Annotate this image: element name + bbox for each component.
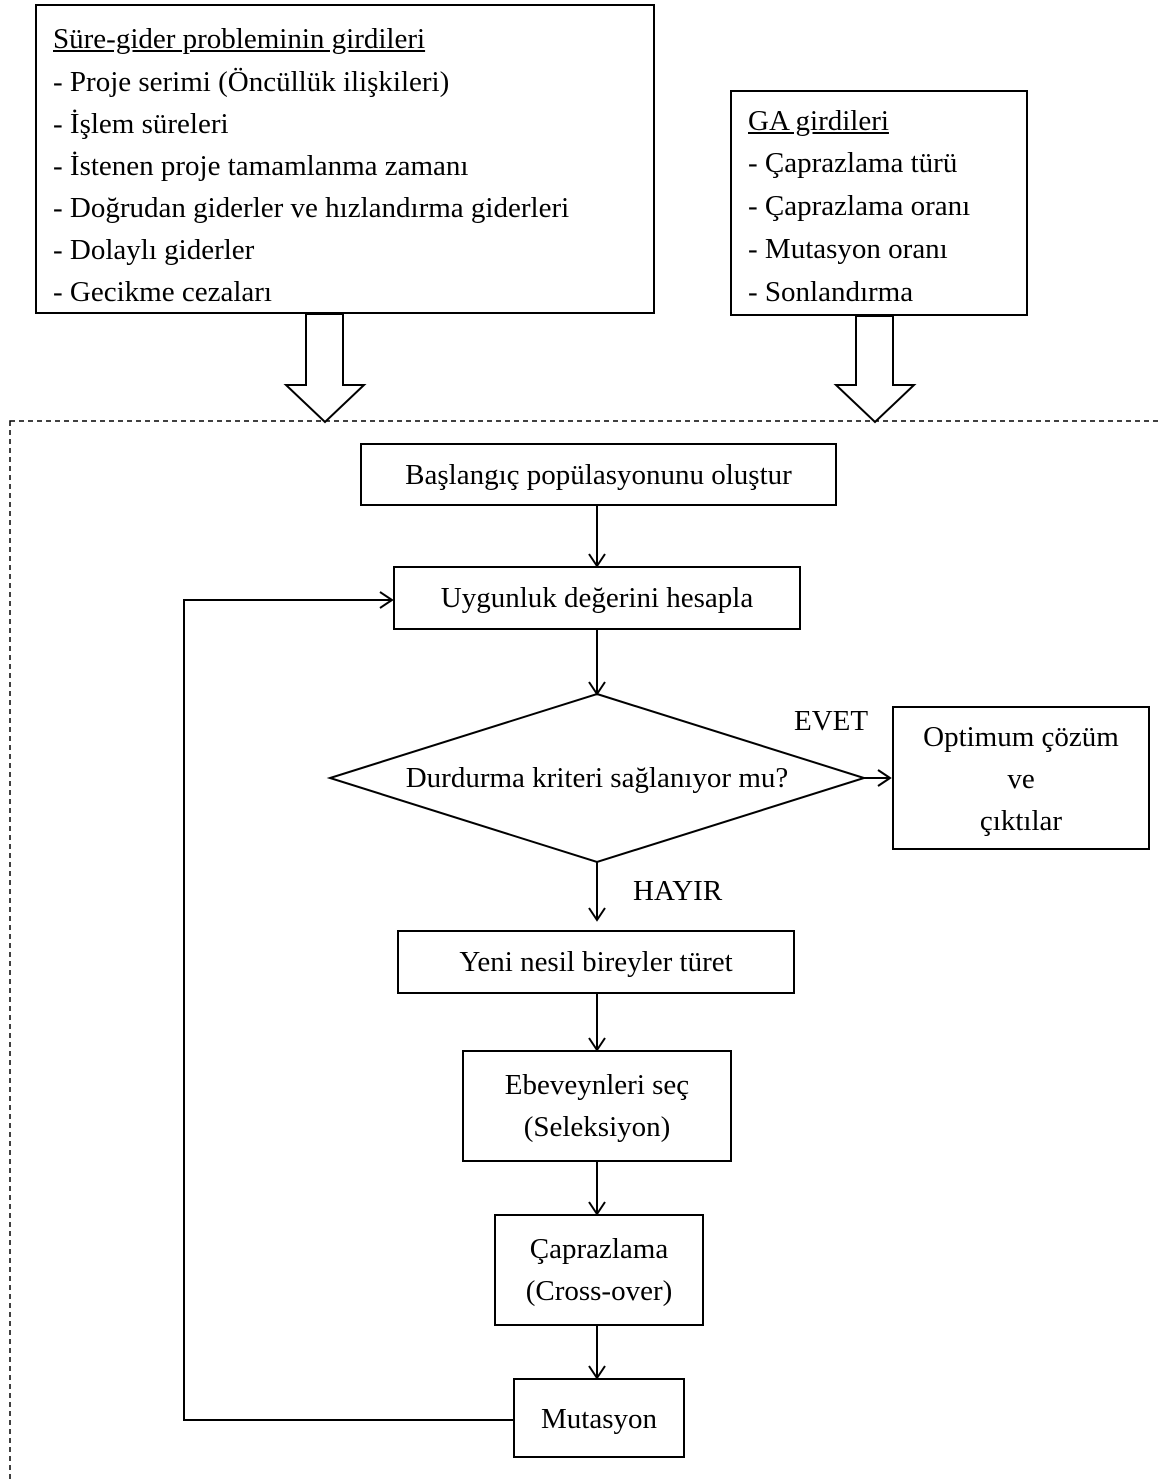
loop-back-connector (183, 599, 513, 1421)
problem-input-item: - Doğrudan giderler ve hızlandırma gider… (53, 192, 570, 224)
selection-box: Ebeveynleri seç (Seleksiyon) (462, 1050, 732, 1162)
selection-line: Ebeveynleri seç (504, 1069, 690, 1101)
mutation-label: Mutasyon (541, 1403, 657, 1435)
problem-input-item: - Dolaylı giderler (53, 234, 255, 266)
crossover-box: Çaprazlama (Cross-over) (494, 1214, 704, 1326)
crossover-line: Çaprazlama (529, 1233, 669, 1265)
mutation-box: Mutasyon (513, 1378, 685, 1458)
problem-input-item: - Gecikme cezaları (53, 276, 272, 308)
problem-input-item: - Proje serimi (Öncüllük ilişkileri) (53, 66, 450, 98)
output-box: Optimum çözüm ve çıktılar (892, 706, 1150, 850)
ga-input-item: - Çaprazlama oranı (748, 190, 971, 222)
selection-line: (Seleksiyon) (523, 1111, 671, 1143)
ga-inputs-box: GA girdileri - Çaprazlama türü - Çaprazl… (730, 90, 1028, 316)
algorithm-boundary (9, 420, 1161, 1479)
ga-inputs-title: GA girdileri (748, 105, 889, 137)
output-line: Optimum çözüm (923, 721, 1119, 753)
problem-inputs-title: Süre-gider probleminin girdileri (53, 23, 426, 55)
ga-input-item: - Çaprazlama türü (748, 147, 958, 179)
right-input-arrow (833, 315, 917, 424)
left-input-arrow (283, 313, 367, 424)
problem-inputs-box: Süre-gider probleminin girdileri - Proje… (35, 4, 655, 314)
problem-input-item: - İstenen proje tamamlanma zamanı (53, 150, 469, 182)
init-population-label: Başlangıç popülasyonunu oluştur (405, 459, 792, 491)
init-population-box: Başlangıç popülasyonunu oluştur (360, 443, 837, 506)
decision-label: Durdurma kriteri sağlanıyor mu? (405, 762, 789, 794)
output-line: ve (1007, 763, 1035, 795)
ga-input-item: - Mutasyon oranı (748, 233, 948, 265)
crossover-line: (Cross-over) (525, 1275, 673, 1307)
new-generation-label: Yeni nesil bireyler türet (459, 946, 733, 978)
ga-input-item: - Sonlandırma (748, 276, 914, 308)
yes-label: EVET (794, 705, 869, 737)
no-label: HAYIR (633, 875, 723, 907)
output-line: çıktılar (979, 805, 1063, 837)
fitness-label: Uygunluk değerini hesapla (440, 582, 754, 614)
fitness-box: Uygunluk değerini hesapla (393, 566, 801, 630)
problem-input-item: - İşlem süreleri (53, 108, 229, 140)
new-generation-box: Yeni nesil bireyler türet (397, 930, 795, 994)
